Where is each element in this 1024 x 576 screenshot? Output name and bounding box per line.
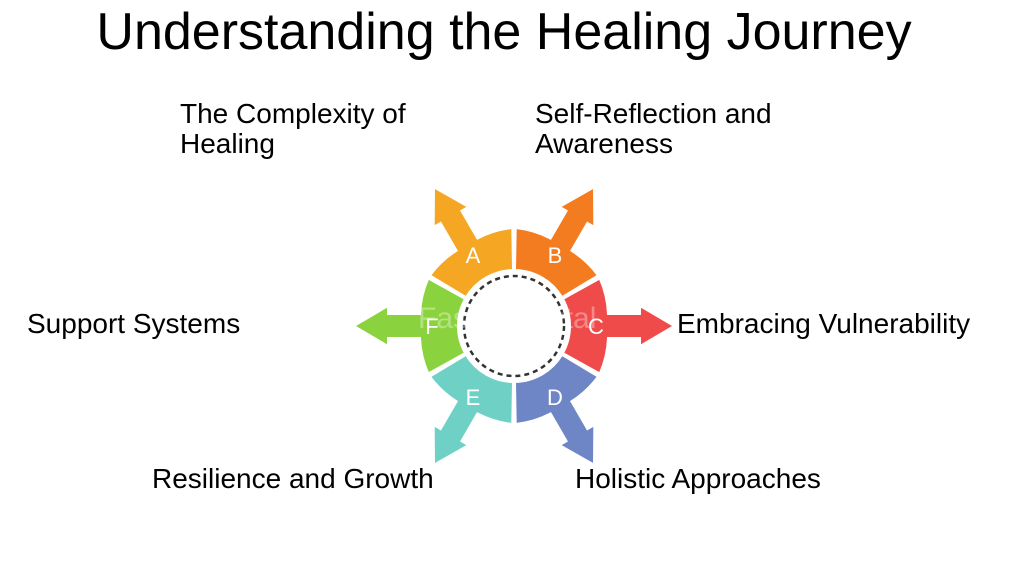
segment-letter-e: E — [466, 385, 481, 410]
letters-layer: A B C D E F — [425, 243, 604, 410]
segment-letter-c: C — [588, 314, 604, 339]
segment-c — [561, 277, 676, 375]
center-circle — [462, 274, 566, 378]
segments-layer — [352, 185, 676, 467]
label-f: Support Systems — [27, 308, 241, 339]
segment-letter-b: B — [548, 243, 563, 268]
label-c: Embracing Vulnerability — [677, 308, 971, 339]
segment-a — [428, 185, 515, 299]
label-b: Self-Reflection and Awareness — [535, 99, 772, 159]
diagram-title: Understanding the Healing Journey — [96, 3, 912, 61]
segment-f — [352, 277, 467, 375]
label-e: Resilience and Growth — [152, 463, 434, 494]
segment-letter-d: D — [547, 385, 563, 410]
segment-letter-a: A — [466, 243, 481, 268]
label-d: Holistic Approaches — [575, 463, 821, 494]
label-a: The Complexity of Healing — [180, 99, 406, 159]
segment-b — [513, 185, 600, 299]
segment-d — [513, 353, 600, 467]
segment-letter-f: F — [425, 314, 438, 339]
label-b-text: Self-Reflection and Awareness — [535, 98, 772, 159]
segment-e — [428, 353, 515, 467]
label-a-text: The Complexity of Healing — [180, 98, 406, 159]
